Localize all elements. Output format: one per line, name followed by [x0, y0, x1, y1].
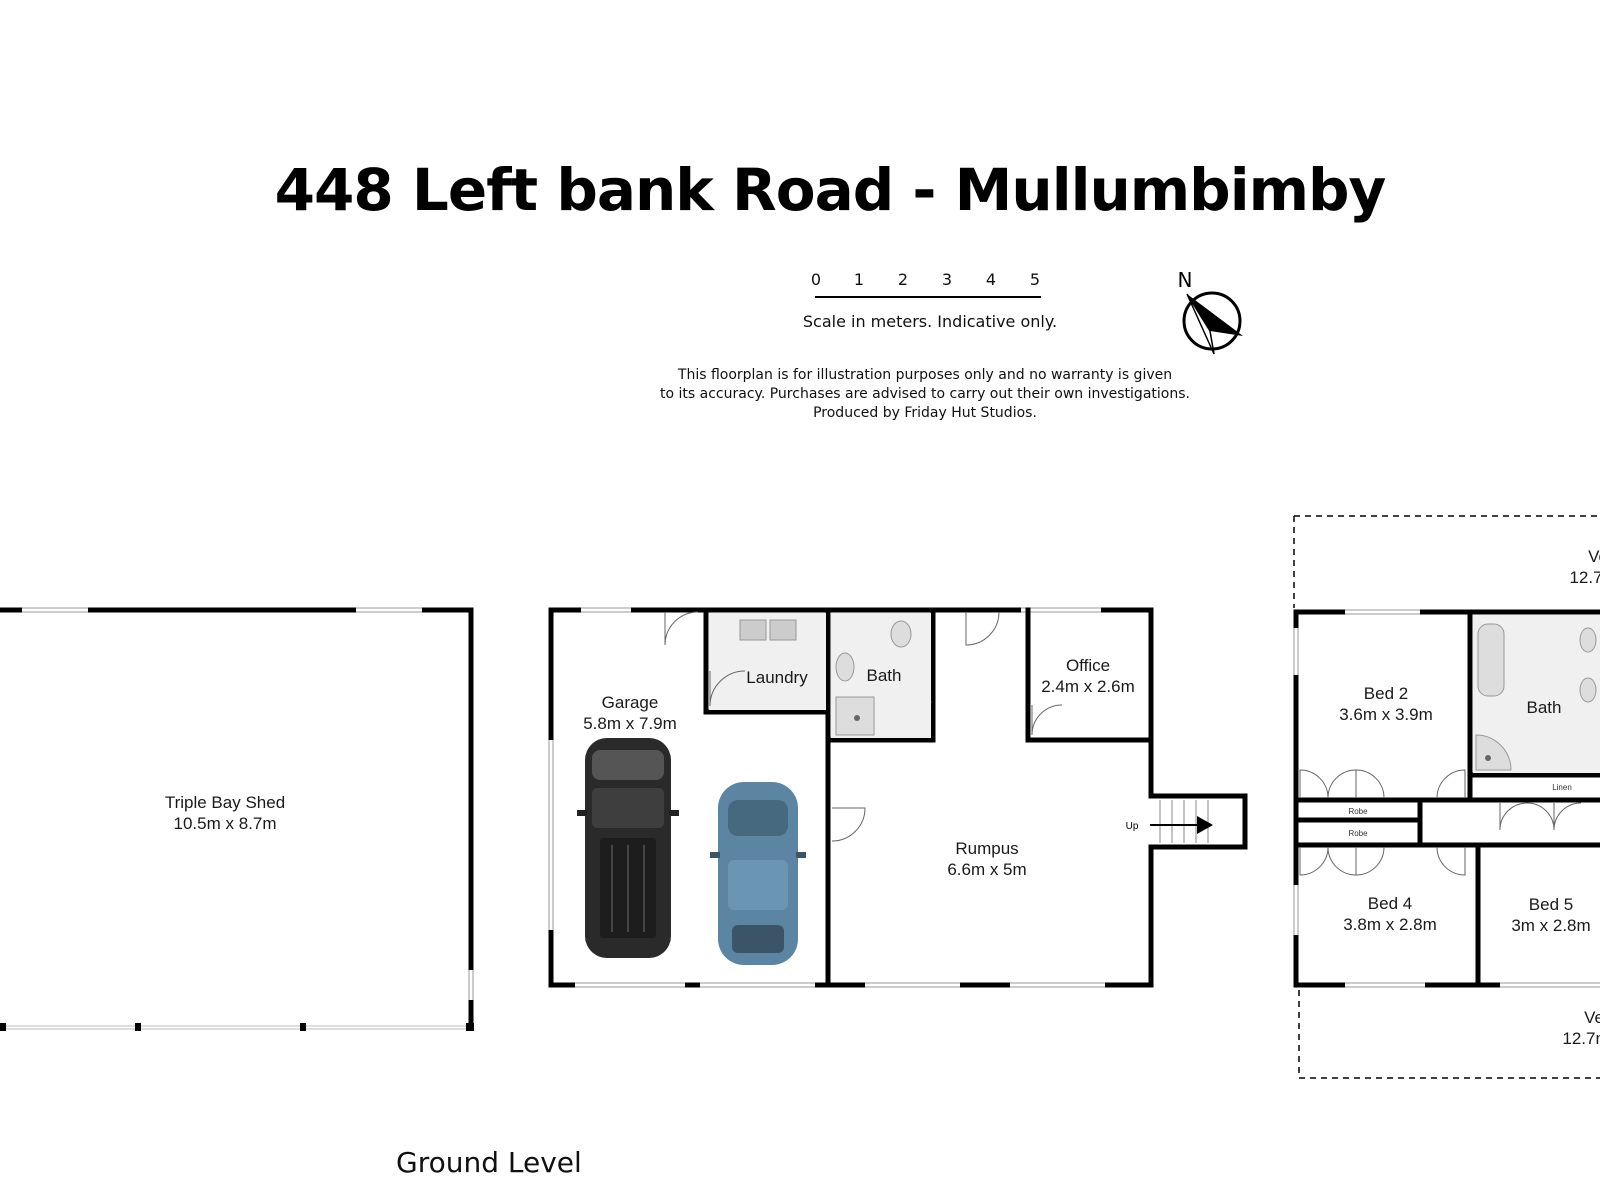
room-name: Bed 4	[1368, 894, 1412, 913]
car-ute-icon	[577, 738, 679, 958]
room-office: Office 2.4m x 2.6m	[1041, 656, 1135, 696]
room-rumpus: Rumpus 6.6m x 5m	[947, 839, 1026, 879]
room-size: 10.5m x 8.7m	[174, 814, 277, 833]
room-name: Linen	[1552, 783, 1572, 792]
room-robe: Robe	[1348, 807, 1368, 816]
room-veranda-top: Ve 12.7	[1569, 547, 1600, 587]
main-building-walls	[548, 607, 1248, 988]
room-size: 12.7	[1569, 568, 1600, 587]
room-size: 5.8m x 7.9m	[583, 714, 677, 733]
room-veranda-bottom: Ve 12.7m	[1562, 1008, 1600, 1048]
room-name: Laundry	[746, 668, 808, 687]
room-size: 2.4m x 2.6m	[1041, 677, 1135, 696]
room-robe: Robe	[1348, 829, 1368, 838]
room-name: Robe	[1348, 829, 1368, 838]
room-name: Bath	[1527, 698, 1562, 717]
scale-number: 3	[941, 270, 953, 289]
room-size: 3m x 2.8m	[1511, 916, 1590, 935]
room-bed-4: Bed 4 3.8m x 2.8m	[1343, 894, 1437, 934]
scale-number: 1	[853, 270, 865, 289]
page-title: 448 Left bank Road - Mullumbimby	[274, 156, 1387, 224]
room-name: Ve	[1584, 1008, 1600, 1027]
room-name: Bed 2	[1364, 684, 1408, 703]
scale-number: 2	[897, 270, 909, 289]
disclaimer: This floorplan is for illustration purpo…	[620, 366, 1230, 423]
room-name: Ve	[1588, 547, 1600, 566]
room-name: Robe	[1348, 807, 1368, 816]
arrow-right-icon	[1197, 816, 1213, 834]
room-linen: Linen	[1552, 783, 1572, 792]
disclaimer-line: This floorplan is for illustration purpo…	[677, 367, 1173, 383]
room-bath: Bath	[1473, 615, 1600, 773]
room-bed-2: Bed 2 3.6m x 3.9m	[1339, 684, 1433, 724]
room-size: 6.6m x 5m	[947, 860, 1026, 879]
room-laundry: Laundry	[709, 613, 826, 710]
room-size: 3.6m x 3.9m	[1339, 705, 1433, 724]
disclaimer-line: Produced by Friday Hut Studios.	[813, 405, 1037, 421]
scale-caption: Scale in meters. Indicative only.	[802, 312, 1058, 331]
stairs: Up	[1126, 800, 1213, 843]
room-name: Bed 5	[1529, 895, 1573, 914]
level-label: Ground Level	[396, 1146, 582, 1179]
room-name: Rumpus	[955, 839, 1018, 858]
north-arrow-icon: N	[1178, 268, 1243, 355]
compass-label: N	[1178, 268, 1193, 292]
room-name: Bath	[867, 666, 902, 685]
room-garage: Garage 5.8m x 7.9m	[577, 693, 806, 965]
room-name: Garage	[602, 693, 659, 712]
room-bed-5: Bed 5 3m x 2.8m	[1511, 895, 1590, 935]
room-triple-bay-shed: Triple Bay Shed 10.5m x 8.7m	[0, 607, 474, 1031]
scale-number: 4	[985, 270, 997, 289]
car-hatchback-icon	[710, 782, 806, 965]
room-size: 3.8m x 2.8m	[1343, 915, 1437, 934]
house-walls	[1293, 515, 1600, 1079]
scale-number: 0	[810, 270, 822, 289]
room-name: Triple Bay Shed	[165, 793, 285, 812]
scale-number: 5	[1029, 270, 1041, 289]
room-name: Office	[1066, 656, 1110, 675]
scale-bar	[815, 296, 1041, 298]
room-bath: Bath	[831, 613, 931, 738]
disclaimer-line: to its accuracy. Purchases are advised t…	[660, 386, 1190, 402]
stairs-label: Up	[1126, 821, 1139, 832]
room-size: 12.7m	[1562, 1029, 1600, 1048]
